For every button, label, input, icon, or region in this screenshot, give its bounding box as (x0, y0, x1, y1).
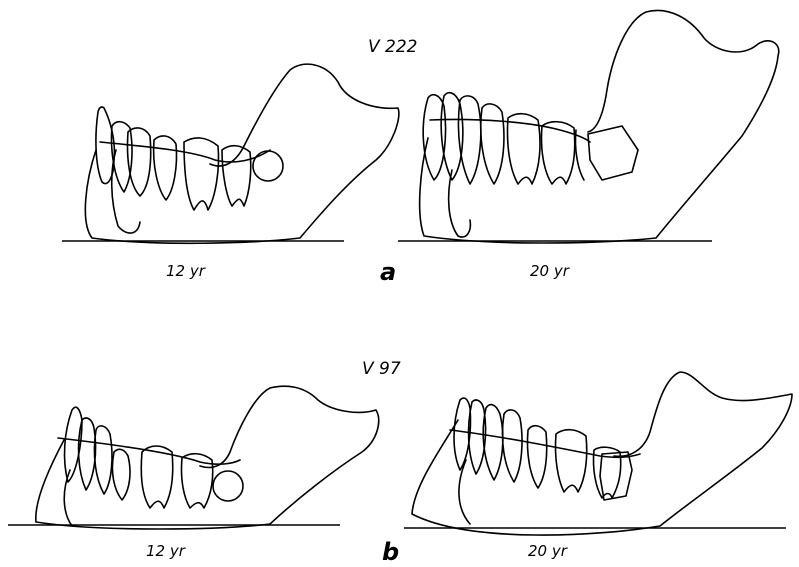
premolar-1 (502, 410, 522, 482)
premolar-1 (481, 104, 504, 184)
canine (483, 405, 503, 480)
case-label-b: V 97 (362, 359, 401, 379)
age-label-b-left: 12 yr (146, 542, 186, 560)
molar-1 (541, 122, 574, 184)
canine (458, 96, 480, 184)
unerupted-molar (253, 151, 283, 181)
premolar-1 (112, 449, 130, 500)
mandible-b-20yr (404, 372, 792, 535)
canine (94, 426, 112, 494)
mandible-a-12yr (62, 64, 399, 243)
impacted-third-molar (588, 126, 638, 180)
age-label-a-left: 12 yr (166, 262, 206, 280)
molar-1 (555, 430, 586, 492)
panel-label-a: a (380, 258, 396, 286)
age-label-a-right: 20 yr (530, 262, 570, 280)
case-label-a: V 222 (368, 37, 417, 57)
molar-1 (141, 446, 172, 508)
age-label-b-right: 20 yr (528, 542, 568, 560)
unerupted-molar (213, 471, 243, 501)
mandible-a-20yr (398, 10, 779, 243)
incisor (65, 407, 82, 482)
third-molar (600, 452, 632, 500)
panel-label-b: b (382, 538, 399, 566)
molar-1 (184, 138, 219, 210)
molar-2 (222, 146, 251, 206)
premolar-2 (527, 426, 546, 488)
premolar-2 (154, 136, 177, 200)
mandible-b-12yr (8, 386, 379, 529)
mandible-outline (420, 10, 779, 243)
